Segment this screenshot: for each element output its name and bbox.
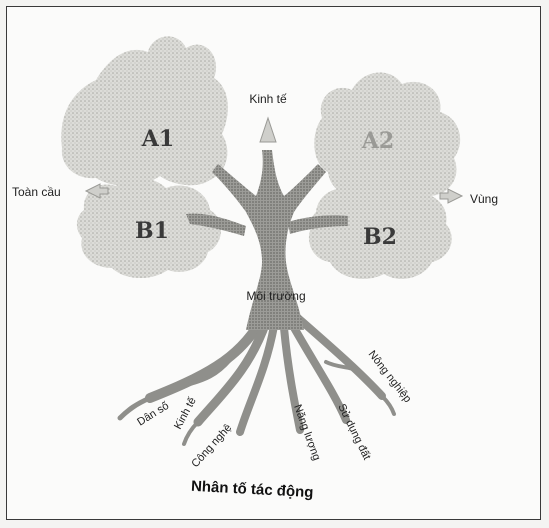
axis-label-regional: Vùng xyxy=(470,192,498,206)
root-label-energy: Năng lượng xyxy=(291,403,322,462)
quadrant-label-a2: A2 xyxy=(361,128,394,154)
quadrant-label-b1: B1 xyxy=(135,218,169,244)
foliage-a1 xyxy=(61,36,228,186)
root-label-land-use: Sử dụng đất xyxy=(335,402,372,462)
axis-label-economy: Kinh tế xyxy=(249,92,287,106)
axis-label-global: Toàn cầu xyxy=(12,185,61,199)
arrow-up-economy xyxy=(260,118,276,142)
trunk-label-environment: Môi trường xyxy=(246,289,305,303)
root-label-agriculture: Nông nghiệp xyxy=(366,348,414,405)
quadrant-label-b2: B2 xyxy=(363,224,397,250)
quadrant-label-a1: A1 xyxy=(141,126,174,152)
bottom-title: Nhân tố tác động xyxy=(191,478,314,501)
root-label-technology: Công nghệ xyxy=(189,422,234,470)
